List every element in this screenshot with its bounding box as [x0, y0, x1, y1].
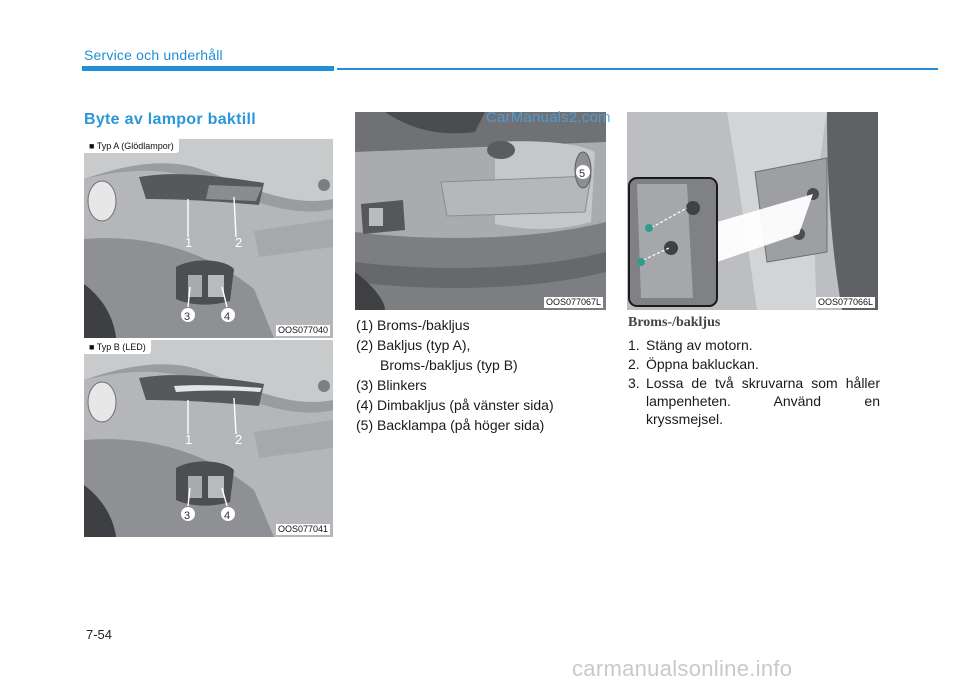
- section-title: Byte av lampor baktill: [84, 111, 256, 128]
- callout-1: 1: [185, 432, 192, 447]
- figure-code-rear: OOS077067L: [543, 297, 603, 308]
- part-item-2-continued: Broms-/bakljus (typ B): [380, 357, 518, 373]
- figure-rear-bumper: 5 OOS077067L: [355, 112, 606, 310]
- step-text: Lossa de två skruvarna som håller lampen…: [646, 375, 880, 427]
- callout-4: 4: [224, 510, 230, 522]
- rear-bumper-illustration: 5: [355, 112, 606, 310]
- header-rule-thin: [337, 68, 938, 70]
- watermark-bottom: carmanualsonline.info: [572, 656, 793, 681]
- parts-list: (1) Broms-/bakljus (2) Bakljus (typ A), …: [356, 316, 606, 436]
- figure-code-type-b: OOS077041: [275, 524, 330, 535]
- step-text: Öppna bakluckan.: [646, 356, 759, 372]
- step-number: 1.: [628, 337, 640, 353]
- lamp-screws-illustration: [627, 112, 878, 310]
- steps-list: 1. Stäng av motorn. 2. Öppna bakluckan. …: [628, 336, 880, 429]
- header-rule-thick: [82, 66, 334, 71]
- callout-2: 2: [235, 235, 242, 250]
- step-number: 3.: [628, 375, 640, 391]
- figure-code-screws: OOS077066L: [815, 297, 875, 308]
- figure-tag-type-b: ■ Typ B (LED): [84, 340, 151, 354]
- step-item: 3. Lossa de två skruvarna som håller lam…: [628, 374, 880, 428]
- part-item-3: (3) Blinkers: [356, 377, 427, 393]
- part-item-4: (4) Dimbakljus (på vänster sida): [356, 397, 554, 413]
- page-number: 7-54: [86, 627, 113, 642]
- figure-screws: OOS077066L: [627, 112, 878, 310]
- part-item-1: (1) Broms-/bakljus: [356, 317, 470, 333]
- part-item-2: (2) Bakljus (typ A),: [356, 337, 471, 353]
- callout-2: 2: [235, 432, 242, 447]
- figure-type-b: 1 2 3 4 ■ Typ B (LED) OOS077041: [84, 340, 333, 537]
- step-text: Stäng av motorn.: [646, 337, 753, 353]
- watermark-top: CarManuals2.com: [486, 109, 611, 126]
- header-section-title: Service och underhåll: [84, 47, 223, 63]
- step-item: 1. Stäng av motorn.: [628, 336, 880, 354]
- steps-heading: Broms-/bakljus: [628, 315, 721, 330]
- callout-5: 5: [579, 168, 585, 180]
- figure-type-a: 1 2 3 4 ■ Typ A (Glödlampor) OOS077040: [84, 139, 333, 338]
- figure-tag-type-a: ■ Typ A (Glödlampor): [84, 139, 179, 153]
- callout-3: 3: [184, 510, 190, 522]
- figure-code-type-a: OOS077040: [275, 325, 330, 336]
- part-item-5: (5) Backlampa (på höger sida): [356, 417, 545, 433]
- step-item: 2. Öppna bakluckan.: [628, 355, 880, 373]
- callout-4: 4: [224, 311, 230, 323]
- callout-3: 3: [184, 311, 190, 323]
- step-number: 2.: [628, 356, 640, 372]
- rear-lamps-type-a-illustration: 1 2 3 4: [84, 139, 333, 338]
- callout-1: 1: [185, 235, 192, 250]
- rear-lamps-type-b-illustration: 1 2 3 4: [84, 340, 333, 537]
